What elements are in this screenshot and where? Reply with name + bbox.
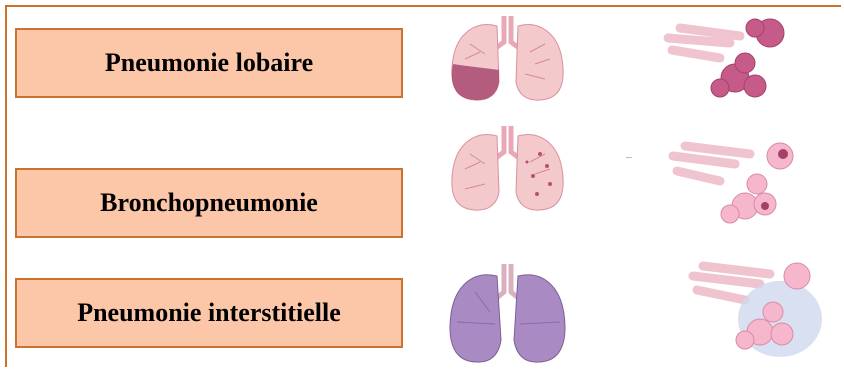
stray-mark bbox=[626, 157, 632, 158]
label-pneumonie-lobaire: Pneumonie lobaire bbox=[15, 28, 403, 98]
broncho-alveoli-icon bbox=[665, 126, 800, 231]
label-bronchopneumonie: Bronchopneumonie bbox=[15, 168, 403, 238]
frame-border-top bbox=[5, 5, 841, 7]
interstitial-lungs-icon bbox=[445, 262, 570, 367]
label-pneumonie-interstitielle: Pneumonie interstitielle bbox=[15, 278, 403, 348]
frame-border-left bbox=[5, 5, 7, 367]
broncho-lungs-icon bbox=[445, 124, 570, 216]
interstitial-alveoli-icon bbox=[685, 254, 825, 359]
lobar-alveoli-icon bbox=[660, 8, 795, 108]
lobar-lungs-icon bbox=[445, 14, 570, 106]
